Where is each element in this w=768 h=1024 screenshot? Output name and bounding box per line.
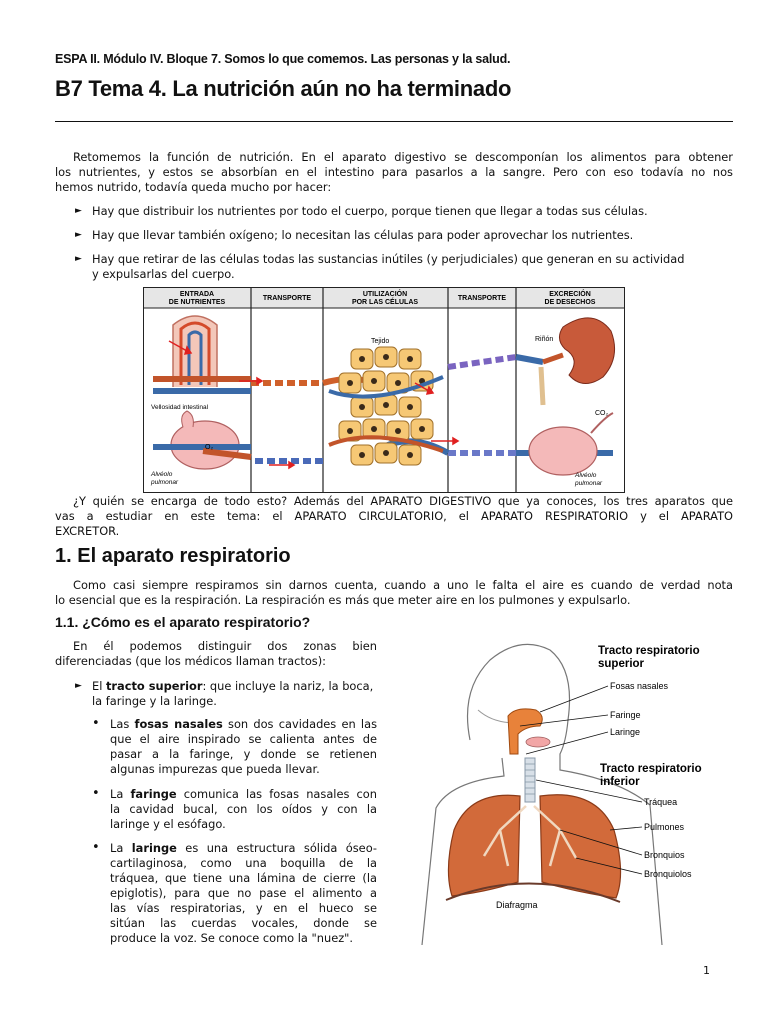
tracto-superior-line-2: la faringe y la laringe. <box>92 694 217 708</box>
label-tracto-superior-1: Tracto respiratorio <box>598 645 700 657</box>
label-alveolo-3: Alvéolo <box>574 472 597 479</box>
label-pulmones: Pulmones <box>644 822 685 832</box>
label-laringe: Laringe <box>610 727 640 737</box>
intro-bullet-3: Hay que retirar de las células todas las… <box>92 252 685 266</box>
laringe-line-1: La laringe es una estructura sólida óseo… <box>110 841 377 855</box>
laringe-line-7: produce la voz. Se conoce como la "nuez"… <box>110 931 354 945</box>
fosas-line-1: Las fosas nasales son dos cavidades en l… <box>110 717 378 731</box>
tracto-superior-line-1: El tracto superior: que incluye la nariz… <box>92 679 374 693</box>
label-alveolo-1: Alvéolo <box>150 471 173 478</box>
section-1-1-heading: 1.1. ¿Cómo es el aparato respiratorio? <box>55 614 311 630</box>
section-1-line-2: lo esencial que es la respiración. La re… <box>55 593 631 607</box>
nutrition-flow-diagram: ENTRADA DE NUTRIENTES TRANSPORTE UTILIZA… <box>143 287 625 493</box>
col-utilizacion: UTILIZACIÓN <box>363 289 407 298</box>
intro-bullet-1: Hay que distribuir los nutrientes por to… <box>92 204 648 218</box>
col-desechos: DE DESECHOS <box>545 299 596 306</box>
label-alveolo-4: pulmonar <box>574 480 603 487</box>
intro-bullet-2: Hay que llevar también oxígeno; lo neces… <box>92 228 634 242</box>
col-entrada: ENTRADA <box>180 291 214 298</box>
section-1-heading: 1. El aparato respiratorio <box>55 545 291 567</box>
fosas-line-2: que el aire inspirado se calienta antes … <box>110 732 377 746</box>
col-nutrientes: DE NUTRIENTES <box>169 299 226 306</box>
label-tracto-superior-2: superior <box>598 658 645 670</box>
label-alveolo-2: pulmonar <box>150 479 179 486</box>
bullet-arrow-icon: ► <box>75 681 82 691</box>
label-faringe: Faringe <box>610 710 641 720</box>
respiratory-system-diagram: Diafragma Tracto respiratorio superior F… <box>421 643 702 945</box>
label-rinon: Riñón <box>535 336 553 343</box>
laringe-line-5: las vías respiratorias, y en el hueco se <box>110 901 377 915</box>
col-transporte-1: TRANSPORTE <box>263 295 312 302</box>
label-tracto-inferior-2: inferior <box>600 776 640 788</box>
label-bronquiolos: Bronquiolos <box>644 869 692 879</box>
label-traquea: Tráquea <box>644 797 677 807</box>
bullet-dot-icon: • <box>92 786 100 801</box>
col-excrecion: EXCRECIÓN <box>549 289 591 298</box>
bullet-arrow-icon: ► <box>75 206 82 216</box>
laringe-line-6: sitúan las cuerdas vocales, donde se <box>110 916 377 930</box>
bullet-dot-icon: • <box>92 716 100 731</box>
faringe-line-1: La faringe comunica las fosas nasales co… <box>110 787 377 801</box>
section-1-line-1: Como casi siempre respiramos sin darnos … <box>73 578 733 592</box>
label-bronquios: Bronquios <box>644 850 685 860</box>
label-vellosidad: Vellosidad intestinal <box>151 404 209 411</box>
bullet-arrow-icon: ► <box>75 230 82 240</box>
transition-line-2: vas a estudiar en este tema: el APARATO … <box>55 509 733 523</box>
bullet-arrow-icon: ► <box>75 254 82 264</box>
intro-line-2: los nutrientes, y estos se absorbían en … <box>55 165 733 179</box>
page-title: B7 Tema 4. La nutrición aún no ha termin… <box>55 76 512 101</box>
title-rule <box>55 121 733 122</box>
bullet-dot-icon: • <box>92 840 100 855</box>
page-number: 1 <box>703 964 710 977</box>
label-tejido: Tejido <box>371 338 389 345</box>
transition-line-3: EXCRETOR. <box>55 524 120 538</box>
section-1-1-p-2: diferenciadas (que los médicos llaman tr… <box>55 654 327 668</box>
intro-line-3: hemos nutrido, todavía queda mucho por h… <box>55 180 332 194</box>
laringe-line-3: tráquea, que tiene una lámina de cierre … <box>110 871 377 885</box>
label-co2: CO₂ <box>595 410 609 417</box>
intro-line-1: Retomemos la función de nutrición. En el… <box>73 150 733 164</box>
course-header: ESPA II. Módulo IV. Bloque 7. Somos lo q… <box>55 52 511 66</box>
faringe-line-2: la cavidad bucal, con los oídos y con la <box>110 802 377 816</box>
label-diafragma: Diafragma <box>496 900 538 910</box>
label-fosas-nasales: Fosas nasales <box>610 681 669 691</box>
fosas-line-4: algunas impurezas que pueda llevar. <box>110 762 320 776</box>
laringe-line-4: epiglotis), para que no pase el alimento… <box>110 886 377 900</box>
faringe-line-3: laringe y el esófago. <box>110 817 226 831</box>
col-transporte-2: TRANSPORTE <box>458 295 507 302</box>
laringe-line-2: cartilaginosa, como una boquilla de la <box>110 856 377 870</box>
transition-line-1: ¿Y quién se encarga de todo esto? Además… <box>73 494 733 508</box>
fosas-line-3: pasar a la faringe, y donde se retienen <box>110 747 377 761</box>
col-celulas: POR LAS CÉLULAS <box>352 297 418 306</box>
section-1-1-p-1: En él podemos distinguir dos zonas bien <box>73 639 377 653</box>
intro-bullet-3-cont: y expulsarlas del cuerpo. <box>92 267 235 281</box>
label-tracto-inferior-1: Tracto respiratorio <box>600 763 702 775</box>
label-o2: O₂ <box>205 444 213 451</box>
